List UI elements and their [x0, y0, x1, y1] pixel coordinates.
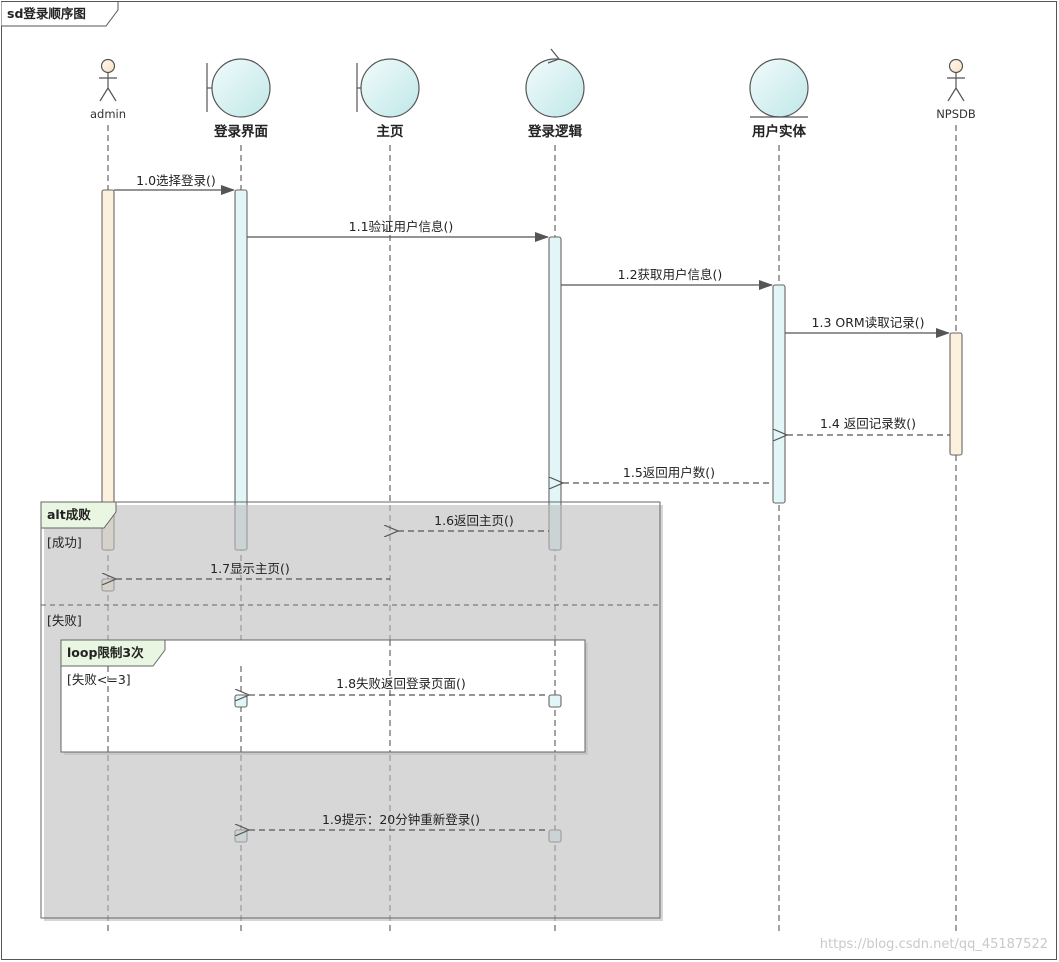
message-label-1-5: 1.5返回用户数() [623, 465, 715, 480]
message-label-1-0: 1.0选择登录() [136, 173, 216, 188]
loop-activation-login-logic [548, 694, 562, 708]
message-label-1-4: 1.4 返回记录数() [820, 416, 916, 431]
messages [114, 185, 950, 830]
loop-frame-title: loop限制3次 [67, 645, 144, 660]
boundary-login-ui-icon [206, 58, 271, 118]
diagram-title: sd登录顺序图 [7, 6, 86, 21]
diagram-title-tab [1, 1, 119, 27]
message-label-1-6: 1.6返回主页() [434, 513, 514, 528]
message-label-1-9: 1.9提示：20分钟重新登录() [322, 812, 480, 827]
participant-name-admin: admin [90, 107, 126, 121]
loop-activation-login-ui [234, 694, 248, 708]
alt-guard-success: [成功] [47, 535, 82, 550]
loop-frame [60, 639, 588, 755]
message-label-1-8: 1.8失败返回登录页面() [336, 676, 466, 691]
activation-npsdb [949, 332, 963, 456]
actor-npsdb-icon [947, 58, 965, 102]
loop-activations [107, 640, 562, 752]
entity-user-icon [749, 58, 809, 118]
actor-admin-icon [99, 58, 117, 102]
alt-frame-title: alt成败 [47, 507, 91, 522]
activation-admin [101, 189, 115, 551]
watermark-text: https://blog.csdn.net/qq_45187522 [820, 937, 1048, 952]
message-label-1-3: 1.3 ORM读取记录() [812, 315, 925, 330]
message-label-1-2: 1.2获取用户信息() [618, 267, 723, 282]
participant-name-user-entity: 用户实体 [752, 123, 806, 140]
control-login-logic-icon [525, 48, 585, 118]
participant-name-npsdb: NPSDB [936, 107, 976, 121]
participant-name-login-logic: 登录逻辑 [527, 123, 582, 140]
boundary-home-icon [356, 58, 420, 118]
participant-name-login-ui: 登录界面 [213, 123, 268, 140]
participant-name-home: 主页 [377, 123, 404, 140]
message-label-1-1: 1.1验证用户信息() [349, 219, 454, 234]
message-label-1-7: 1.7显示主页() [210, 561, 290, 576]
activation-login-ui [234, 189, 248, 551]
activation-user-entity [772, 284, 786, 504]
alt-guard-fail: [失败] [47, 613, 82, 628]
loop-guard: [失败<=3] [67, 672, 131, 687]
